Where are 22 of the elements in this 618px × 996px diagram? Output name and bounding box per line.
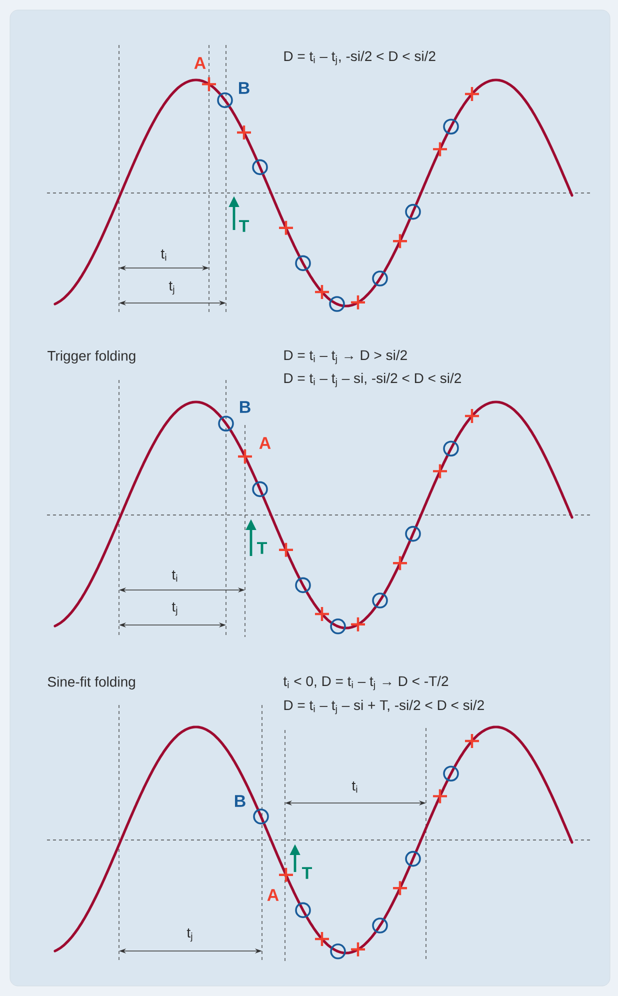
equation-text: t$_{i}$ < 0, D = t$_{i}$ – t$_{j}$ → D < -T/2 [283, 676, 448, 690]
interval-label: t$_{i}$ [352, 781, 358, 793]
equation-text: D = t$_{i}$ – t$_{j}$ → D > si/2 [284, 350, 407, 364]
point-label: A [267, 889, 279, 901]
point-label: B [235, 795, 246, 807]
interval-label: t$_{i}$ [172, 570, 178, 582]
trigger-label: T [257, 542, 268, 554]
interval-label: t$_{i}$ [160, 249, 166, 261]
equation-text: D = t$_{i}$ – t$_{j}$ – si + T, -si/2 < D < si/2 [284, 700, 484, 714]
interval-label: t$_{j}$ [168, 281, 174, 295]
point-label: B [239, 82, 250, 94]
interval-label: t$_{j}$ [172, 602, 178, 616]
trigger-label: T [302, 867, 312, 879]
point-label: A [259, 437, 271, 449]
panel-title: Sine-fit folding [48, 676, 135, 690]
panel-title: Trigger folding [48, 350, 136, 364]
point-label: A [194, 57, 206, 69]
interval-label: t$_{j}$ [186, 928, 192, 942]
point-label: B [240, 401, 250, 413]
equation-text: D = t$_{i}$ – t$_{j}$, -si/2 < D < si/2 [284, 50, 436, 66]
trigger-label: T [239, 220, 250, 232]
equation-text: D = t$_{i}$ – t$_{j}$ – si, -si/2 < D < si/2 [284, 372, 461, 388]
